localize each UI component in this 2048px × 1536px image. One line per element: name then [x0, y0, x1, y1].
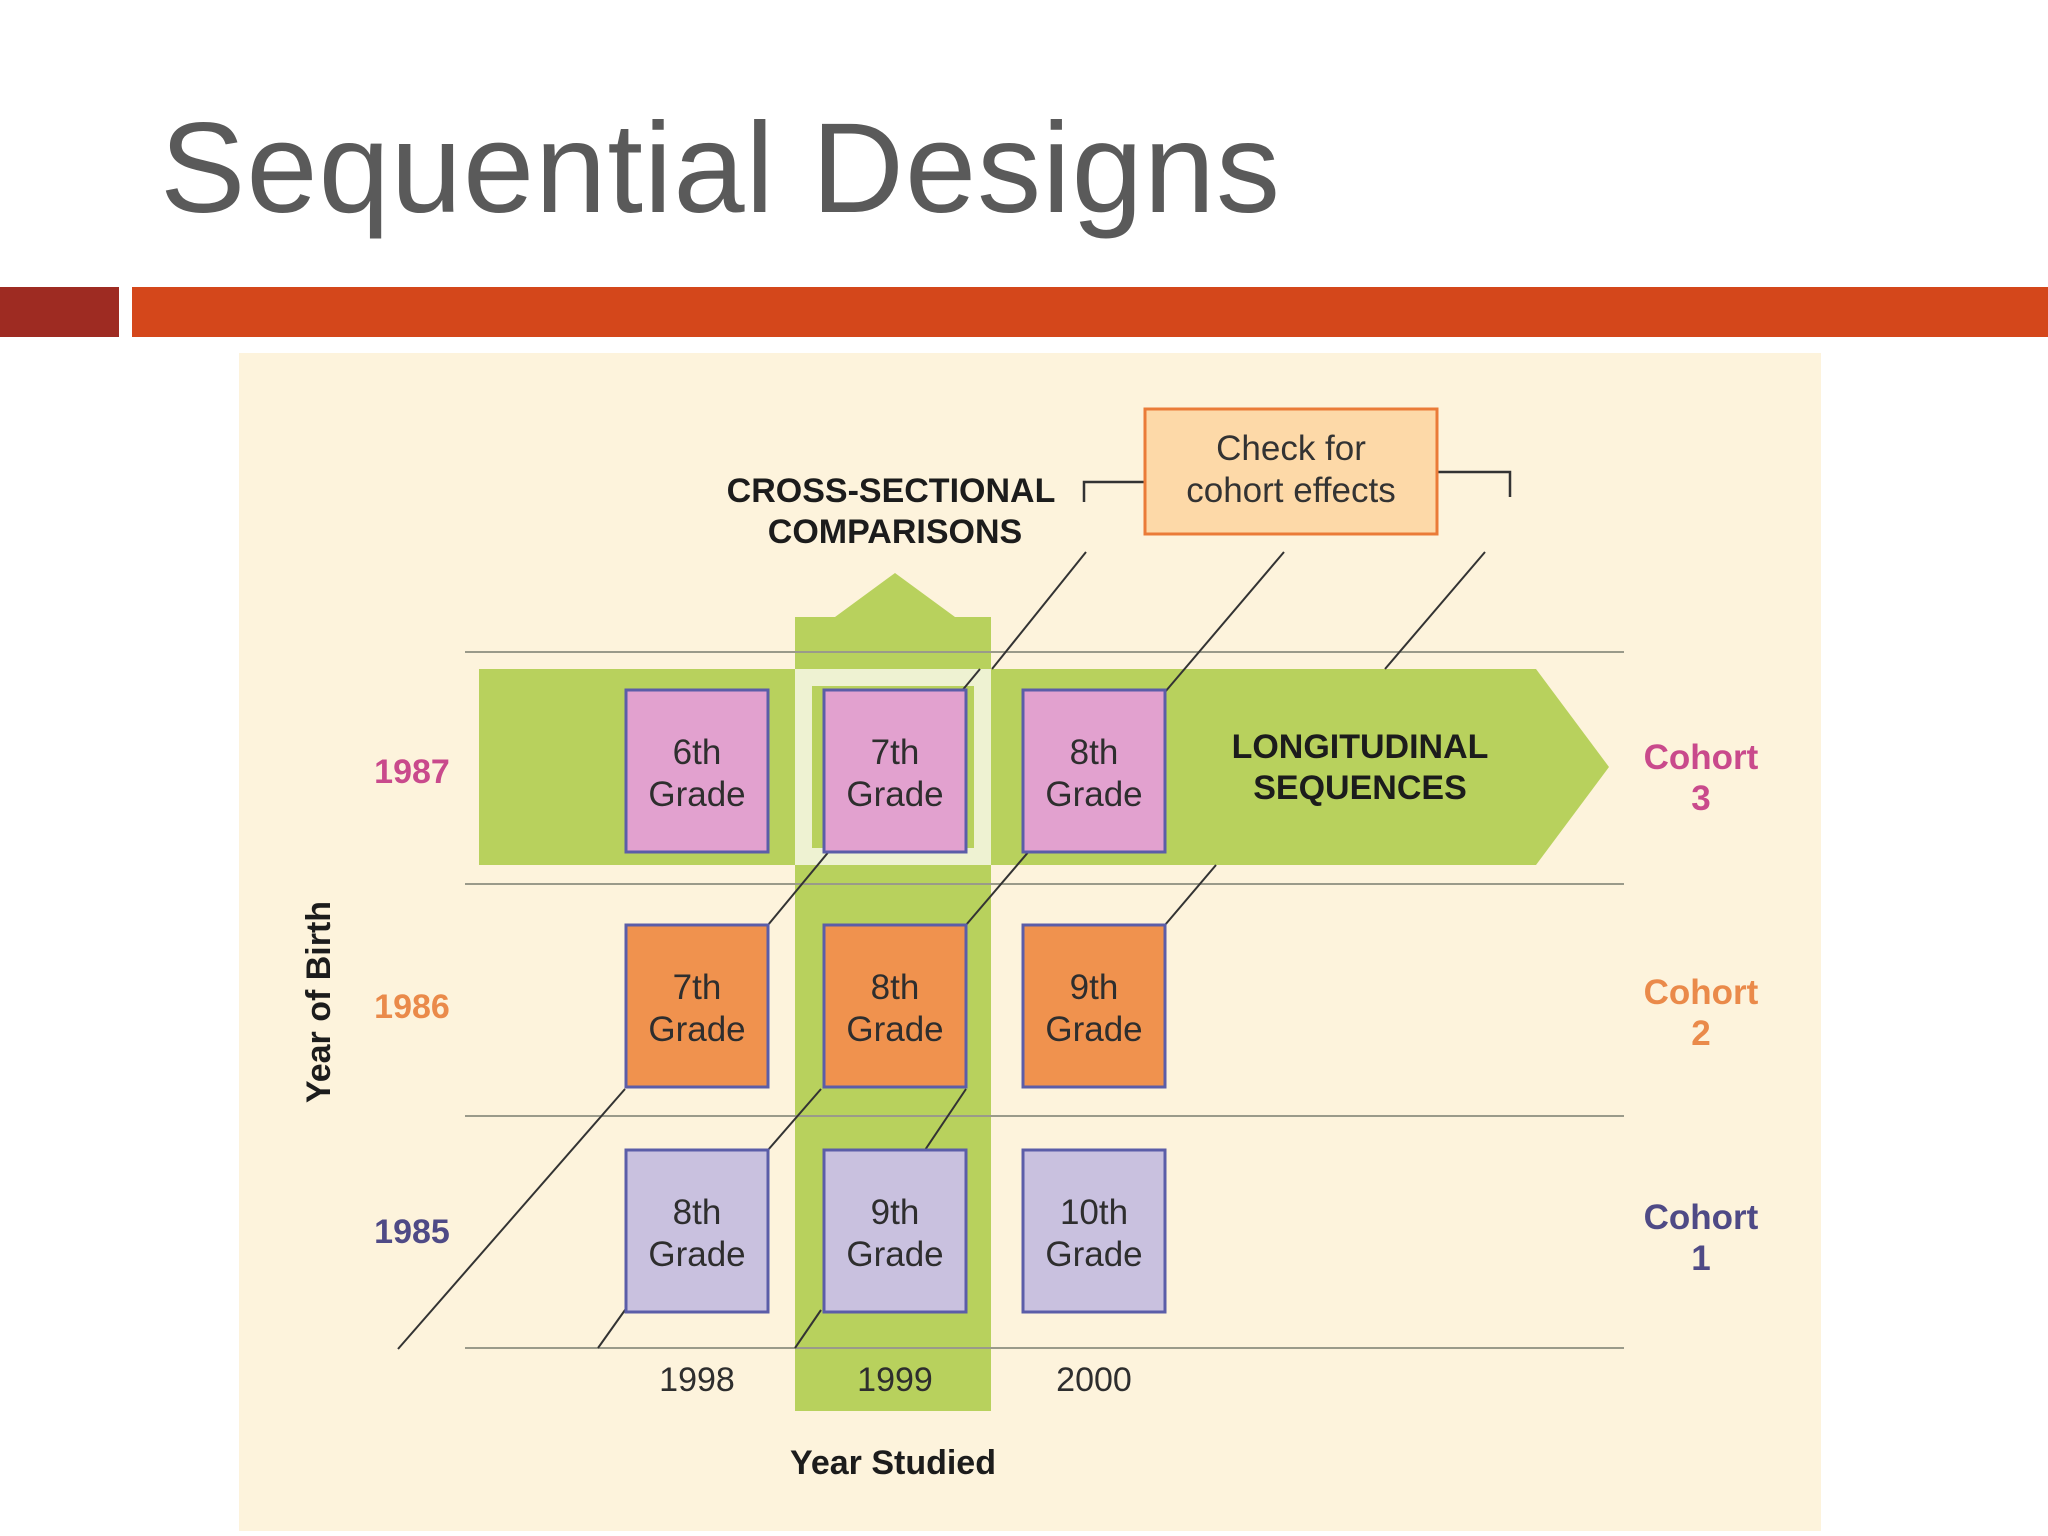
year-studied-tick: 1998 — [659, 1361, 735, 1399]
cohort-label-word: Cohort — [1644, 1198, 1759, 1237]
grade-cell-ordinal: 6th — [673, 733, 722, 772]
grade-cell-label: Grade — [648, 775, 745, 814]
grade-cell-ordinal: 7th — [673, 968, 722, 1007]
title-bar-accent-right — [132, 287, 2048, 337]
cohort-diagonal-0 — [991, 551, 1087, 670]
cohort-label-number: 1 — [1691, 1239, 1710, 1278]
cross-sectional-label-line2: COMPARISONS — [768, 513, 1022, 551]
grade-cell-ordinal: 8th — [1070, 733, 1119, 772]
title-bar-accent-left — [0, 287, 119, 337]
birth-year-label: 1987 — [374, 753, 450, 791]
grade-cell — [1021, 688, 1167, 854]
birth-year-label: 1986 — [374, 988, 450, 1026]
grade-cell-ordinal: 7th — [871, 733, 920, 772]
grade-cell — [624, 1148, 770, 1314]
grade-cell-label: Grade — [648, 1010, 745, 1049]
grade-cell — [1021, 923, 1167, 1089]
year-studied-tick: 1999 — [857, 1361, 933, 1399]
grade-cell-label: Grade — [846, 1235, 943, 1274]
cohort-diagonal-10 — [794, 1309, 822, 1349]
cohort-label-word: Cohort — [1644, 973, 1759, 1012]
grade-cell-label: Grade — [1045, 775, 1142, 814]
cohort-label-number: 3 — [1691, 779, 1710, 818]
grade-cell-ordinal: 8th — [673, 1193, 722, 1232]
cohort-label-number: 2 — [1691, 1014, 1710, 1053]
cohort-diagonal-6 — [397, 1088, 626, 1350]
grade-cell — [822, 923, 968, 1089]
check-box-text-line1: Check for — [1216, 429, 1366, 468]
cohort-diagonal-4 — [1384, 551, 1486, 670]
y-axis-label: Year of Birth — [300, 901, 338, 1103]
grade-cell-ordinal: 8th — [871, 968, 920, 1007]
grade-cell-label: Grade — [1045, 1010, 1142, 1049]
grade-cell-ordinal: 9th — [871, 1193, 920, 1232]
cohort-diagonal-9 — [597, 1309, 626, 1349]
check-cohort-box — [1143, 407, 1439, 536]
x-axis-label: Year Studied — [790, 1444, 996, 1482]
year-studied-tick: 2000 — [1056, 1361, 1132, 1399]
grade-cell-label: Grade — [1045, 1235, 1142, 1274]
check-box-text-line2: cohort effects — [1186, 471, 1395, 510]
cohort-diagonal-8 — [924, 1088, 967, 1151]
grade-cell — [624, 688, 770, 854]
cross-sectional-label-line1: CROSS-SECTIONAL — [727, 472, 1056, 510]
slide-title: Sequential Designs — [160, 97, 1281, 240]
cohort-diagonal-2 — [1164, 551, 1285, 693]
grade-cell — [822, 688, 968, 854]
check-bracket-left — [1082, 480, 1145, 502]
cohort-diagonal-7 — [767, 1088, 822, 1151]
longitudinal-label-line2: SEQUENCES — [1253, 769, 1467, 807]
grade-cell-label: Grade — [648, 1235, 745, 1274]
grade-cell-label: Grade — [846, 775, 943, 814]
grade-cell-ordinal: 10th — [1060, 1193, 1128, 1232]
longitudinal-label-line1: LONGITUDINAL — [1232, 728, 1489, 766]
grade-cell — [822, 1148, 968, 1314]
grade-cell-label: Grade — [846, 1010, 943, 1049]
grade-cell — [624, 923, 770, 1089]
check-bracket-right — [1437, 470, 1512, 497]
birth-year-label: 1985 — [374, 1213, 450, 1251]
grade-cell-ordinal: 9th — [1070, 968, 1119, 1007]
grade-cell — [1021, 1148, 1167, 1314]
cohort-label-word: Cohort — [1644, 738, 1759, 777]
cohort-diagonal-5 — [1164, 864, 1217, 926]
